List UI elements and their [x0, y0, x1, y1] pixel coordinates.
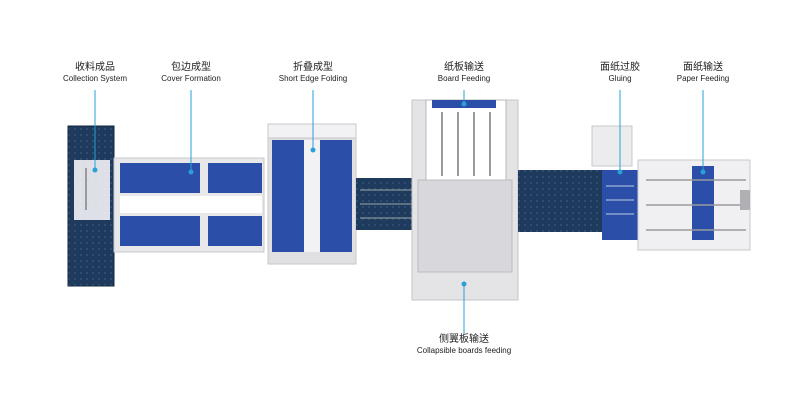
label-collection: 收料成品 Collection System — [63, 62, 127, 83]
cover-formation-unit — [113, 157, 265, 253]
label-paper-feeding-zh: 面纸输送 — [682, 62, 723, 73]
transfer-conveyor — [356, 178, 416, 230]
label-collection-en: Collection System — [62, 73, 128, 83]
label-gluing: 面纸过胶 Gluing — [600, 62, 640, 83]
label-paper-feeding: 面纸输送 Paper Feeding — [677, 62, 729, 83]
pointer-paper-feeding — [700, 90, 706, 175]
label-paper-feeding-en: Paper Feeding — [676, 73, 730, 83]
pointer-collection — [92, 90, 98, 173]
pointer-gluing — [617, 90, 623, 175]
label-collapsible-zh: 侧翼板输送 — [438, 334, 489, 345]
label-cover-formation-zh: 包边成型 — [170, 62, 211, 73]
label-collapsible-en: Collapsible boards feeding — [416, 345, 512, 355]
label-cover-formation: 包边成型 Cover Formation — [161, 62, 221, 83]
label-collapsible: 侧翼板输送 Collapsible boards feeding — [417, 334, 511, 355]
label-board-feeding: 纸板输送 Board Feeding — [438, 62, 490, 83]
label-short-edge-en: Short Edge Folding — [278, 73, 348, 83]
label-board-feeding-en: Board Feeding — [437, 73, 491, 83]
label-short-edge: 折叠成型 Short Edge Folding — [279, 62, 348, 83]
label-collection-zh: 收料成品 — [75, 62, 115, 73]
board-feeding-unit — [411, 99, 519, 301]
label-gluing-en: Gluing — [608, 73, 632, 83]
main-conveyor — [518, 170, 602, 232]
label-cover-formation-en: Cover Formation — [161, 73, 221, 83]
pointer-cover-formation — [188, 90, 194, 175]
paper-feeding-unit — [637, 159, 751, 251]
label-gluing-zh: 面纸过胶 — [600, 62, 640, 73]
gluing-unit — [591, 125, 638, 240]
collection-unit — [67, 125, 115, 287]
pointer-short-edge — [310, 90, 316, 153]
short-edge-folding-unit — [267, 123, 357, 265]
label-short-edge-zh: 折叠成型 — [293, 62, 333, 73]
label-board-feeding-zh: 纸板输送 — [443, 62, 484, 73]
pointer-collapsible — [461, 281, 467, 334]
pointer-board-feeding — [461, 90, 467, 107]
